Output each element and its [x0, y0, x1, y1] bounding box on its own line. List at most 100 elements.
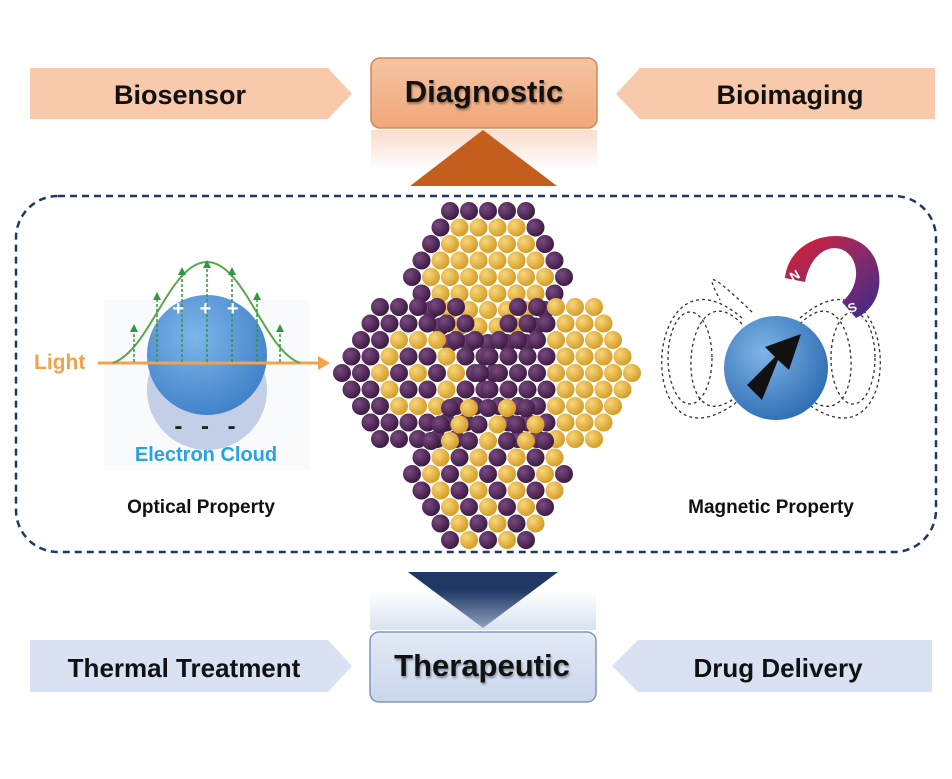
gold-atom: [460, 465, 478, 483]
gold-atom: [556, 413, 575, 432]
therapeutic-reflection: [370, 590, 596, 630]
gold-atom: [575, 314, 594, 333]
purple-atom: [460, 498, 478, 516]
gold-atom: [431, 251, 450, 270]
gold-atom: [409, 397, 427, 415]
gold-atom: [526, 251, 545, 270]
purple-atom: [509, 298, 527, 316]
purple-atom: [488, 448, 507, 467]
gold-atom: [431, 284, 450, 303]
purple-atom: [526, 218, 545, 237]
gold-atom: [380, 347, 399, 366]
gold-atom: [498, 268, 516, 286]
purple-atom: [380, 314, 399, 333]
purple-atom: [371, 331, 389, 349]
purple-atom: [469, 514, 488, 533]
purple-atom: [479, 202, 497, 220]
purple-atom: [460, 202, 478, 220]
gold-atom: [517, 268, 535, 286]
purple-atom: [412, 251, 431, 270]
purple-atom: [537, 380, 556, 399]
gold-atom: [594, 314, 613, 333]
purple-atom: [528, 298, 546, 316]
purple-atom: [490, 331, 508, 349]
purple-atom: [371, 430, 389, 448]
gold-atom: [469, 481, 488, 500]
gold-atom: [469, 251, 488, 270]
gold-atom: [547, 331, 565, 349]
purple-atom: [441, 531, 459, 549]
gold-atom: [613, 380, 632, 399]
gold-atom: [460, 268, 478, 286]
purple-atom: [488, 481, 507, 500]
gold-atom: [450, 284, 469, 303]
purple-atom: [390, 430, 408, 448]
gold-atom: [488, 251, 507, 270]
purple-atom: [342, 380, 361, 399]
magnetic-property-caption: Magnetic Property: [688, 497, 854, 518]
gold-atom: [594, 347, 613, 366]
diagnostic-title: Diagnostic: [404, 74, 564, 109]
gold-atom: [547, 364, 565, 382]
purple-atom: [361, 380, 380, 399]
gold-atom: [479, 301, 497, 319]
purple-atom: [441, 202, 459, 220]
gold-atom: [431, 448, 450, 467]
gold-atom: [479, 498, 497, 516]
purple-atom: [456, 380, 475, 399]
purple-atom: [371, 298, 389, 316]
gold-atom: [450, 251, 469, 270]
light-label: Light: [34, 351, 86, 374]
electron-cloud-label: Electron Cloud: [134, 444, 278, 466]
gold-atom: [566, 331, 584, 349]
purple-atom: [537, 347, 556, 366]
purple-atom: [517, 399, 535, 417]
optical-illustration: [98, 260, 330, 470]
therapeutic-title: Therapeutic: [394, 648, 570, 683]
gold-atom: [409, 331, 427, 349]
gold-atom: [623, 364, 641, 382]
magnetic-nanoparticle: [724, 316, 828, 420]
purple-atom: [447, 331, 465, 349]
purple-atom: [422, 498, 440, 516]
gold-atom: [556, 347, 575, 366]
purple-atom: [479, 399, 497, 417]
gold-atom: [390, 397, 408, 415]
drug-delivery-label: Drug Delivery: [693, 653, 863, 683]
light-arrow-head: [318, 356, 330, 370]
gold-atom: [585, 397, 603, 415]
gold-atom: [441, 235, 459, 253]
purple-atom: [517, 202, 535, 220]
biosensor-arrow: [30, 68, 352, 119]
gold-atom: [380, 380, 399, 399]
field-arrow-heads: [130, 260, 284, 332]
purple-atom: [545, 251, 564, 270]
purple-atom: [412, 284, 431, 303]
purple-atom: [361, 413, 380, 432]
purple-atom: [555, 268, 573, 286]
purple-atom: [498, 498, 516, 516]
gold-atom: [526, 415, 545, 434]
gold-atom: [613, 347, 632, 366]
gold-atom: [479, 432, 497, 450]
purple-atom: [422, 235, 440, 253]
purple-atom: [517, 531, 535, 549]
gold-atom: [545, 448, 564, 467]
gold-atom: [585, 298, 603, 316]
gold-atom: [450, 218, 469, 237]
gold-atom: [428, 331, 446, 349]
purple-atom: [352, 331, 370, 349]
gold-atom: [545, 481, 564, 500]
thermal-treatment-label: Thermal Treatment: [67, 653, 301, 683]
purple-atom: [517, 465, 535, 483]
purple-atom: [333, 364, 351, 382]
gold-atom: [507, 481, 526, 500]
purple-atom: [399, 413, 418, 432]
magnetic-illustration: [661, 235, 881, 420]
purple-atom: [509, 364, 527, 382]
purple-atom: [471, 364, 489, 382]
purple-atom: [441, 465, 459, 483]
purple-atom: [518, 347, 537, 366]
gold-atom: [469, 218, 488, 237]
